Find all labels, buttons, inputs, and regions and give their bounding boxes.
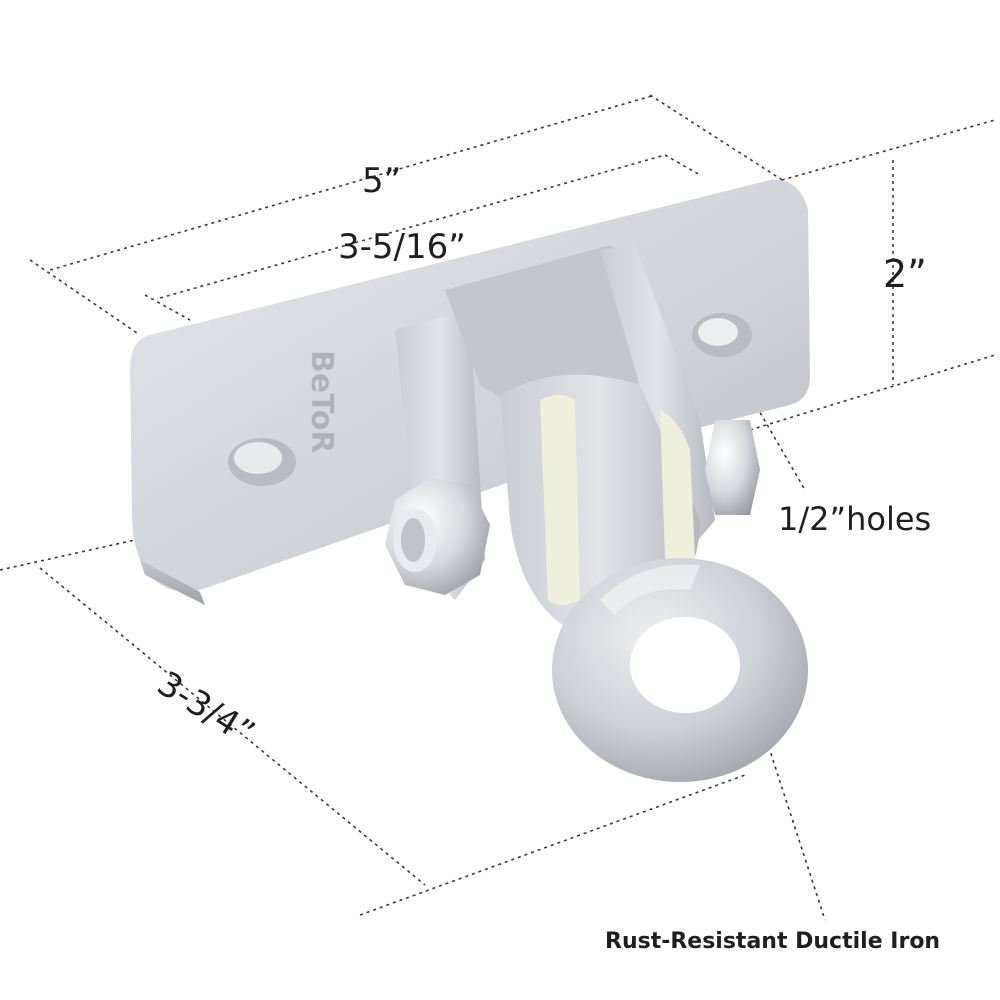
- label-height: 2”: [883, 252, 927, 296]
- nut-right: [705, 420, 760, 515]
- label-holes: 1/2”holes: [778, 500, 931, 538]
- bolt-nut-left: [385, 478, 490, 595]
- caption-material: Rust-Resistant Ductile Iron: [605, 929, 940, 954]
- label-depth: 3-3/4”: [150, 664, 261, 754]
- label-hole-spacing: 3-5/16”: [338, 227, 466, 267]
- eye-ring: [552, 558, 808, 782]
- label-overall-length: 5”: [362, 161, 401, 201]
- embossed-brand: BeToR: [304, 350, 339, 453]
